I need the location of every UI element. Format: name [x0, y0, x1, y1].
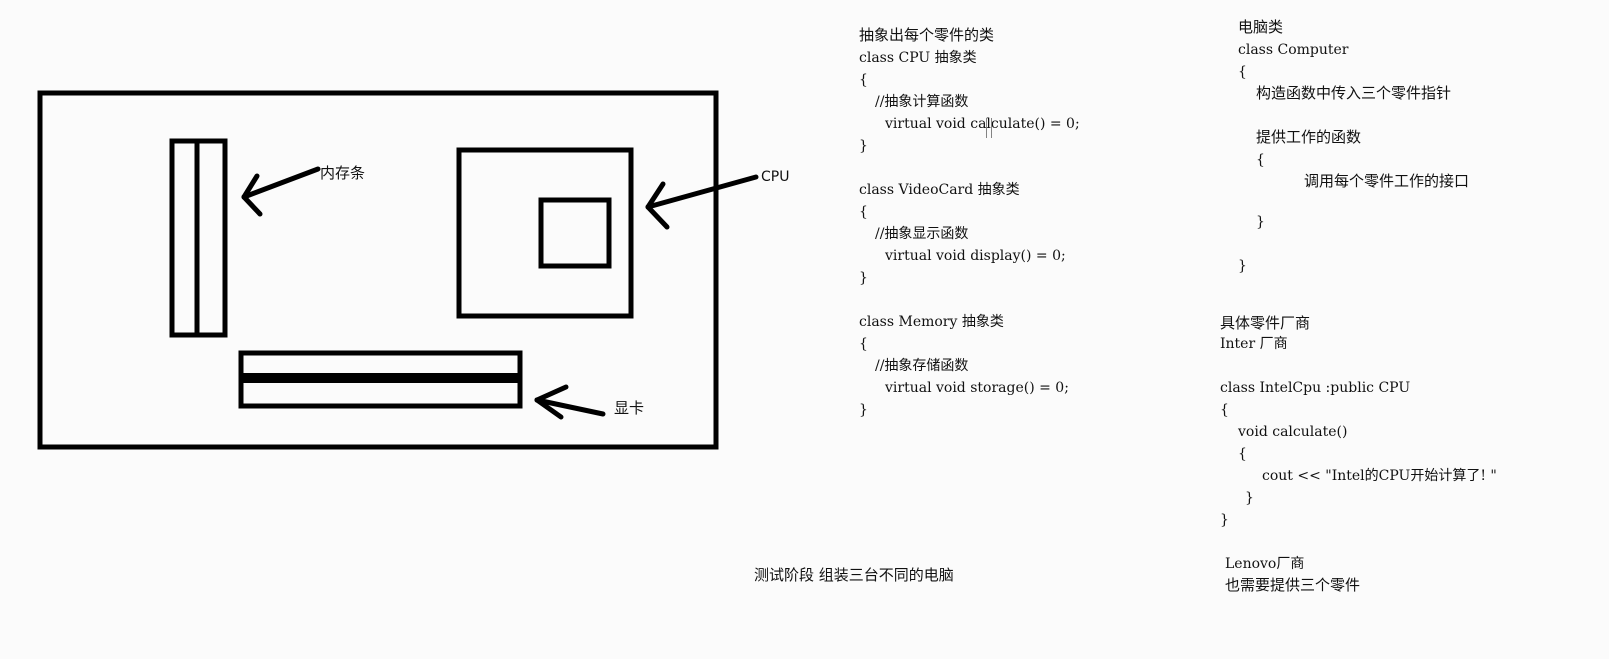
intel-cout-line: cout << "Intel的CPU开始计算了! " [1262, 468, 1497, 484]
video-card-arrow [534, 384, 606, 420]
intel-open-brace: { [1220, 402, 1229, 418]
test-phase-note: 测试阶段 组装三台不同的电脑 [754, 566, 954, 584]
computer-call-note: 调用每个零件工作的接口 [1304, 172, 1470, 190]
cpu-core-box [538, 197, 612, 269]
text-cursor [986, 118, 992, 138]
computer-open-brace: { [1238, 64, 1247, 80]
video-card-method: virtual void display() = 0; [885, 248, 1066, 264]
computer-work-function-note: 提供工作的函数 [1256, 128, 1362, 146]
intel-method-open-brace: { [1238, 446, 1247, 462]
lenovo-vendor-label: Lenovo厂商 [1225, 556, 1305, 572]
cpu-open-brace: { [859, 72, 868, 88]
intel-vendor-label: Inter 厂商 [1220, 336, 1288, 352]
cpu-arrow [645, 174, 759, 230]
memory-method: virtual void storage() = 0; [885, 380, 1069, 396]
video-card-comment: //抽象显示函数 [875, 226, 969, 242]
intel-close-brace: } [1220, 512, 1229, 528]
computer-inner-open-brace: { [1256, 152, 1265, 168]
memory-arrow [241, 166, 321, 217]
intel-method-close-brace: } [1245, 490, 1254, 506]
lenovo-note: 也需要提供三个零件 [1225, 576, 1361, 594]
cpu-class-line: class CPU 抽象类 [859, 50, 977, 66]
computer-heading: 电脑类 [1238, 18, 1284, 36]
video-card-label: 显卡 [614, 399, 645, 417]
memory-label: 内存条 [320, 164, 366, 182]
memory-close-brace: } [859, 402, 868, 418]
computer-class-line: class Computer [1238, 42, 1349, 58]
cpu-socket-outline [456, 147, 634, 319]
computer-close-brace: } [1238, 258, 1247, 274]
cpu-comment: //抽象计算函数 [875, 94, 969, 110]
computer-constructor-note: 构造函数中传入三个零件指针 [1256, 84, 1452, 102]
computer-inner-close-brace: } [1256, 214, 1265, 230]
cpu-label: CPU [761, 169, 790, 185]
intel-class-line: class IntelCpu :public CPU [1220, 380, 1411, 396]
memory-open-brace: { [859, 336, 868, 352]
video-card-close-brace: } [859, 270, 868, 286]
motherboard-outline [37, 90, 719, 450]
memory-comment: //抽象存储函数 [875, 358, 969, 374]
memory-class-line: class Memory 抽象类 [859, 314, 1004, 330]
video-card-slot-divider [241, 373, 520, 383]
cpu-method: virtual void calculate() = 0; [885, 116, 1080, 132]
video-card-class-line: class VideoCard 抽象类 [859, 182, 1020, 198]
vendor-heading: 具体零件厂商 [1220, 314, 1311, 332]
intel-method: void calculate() [1238, 424, 1348, 440]
abstract-heading: 抽象出每个零件的类 [859, 26, 995, 44]
cpu-close-brace: } [859, 138, 868, 154]
video-card-open-brace: { [859, 204, 868, 220]
